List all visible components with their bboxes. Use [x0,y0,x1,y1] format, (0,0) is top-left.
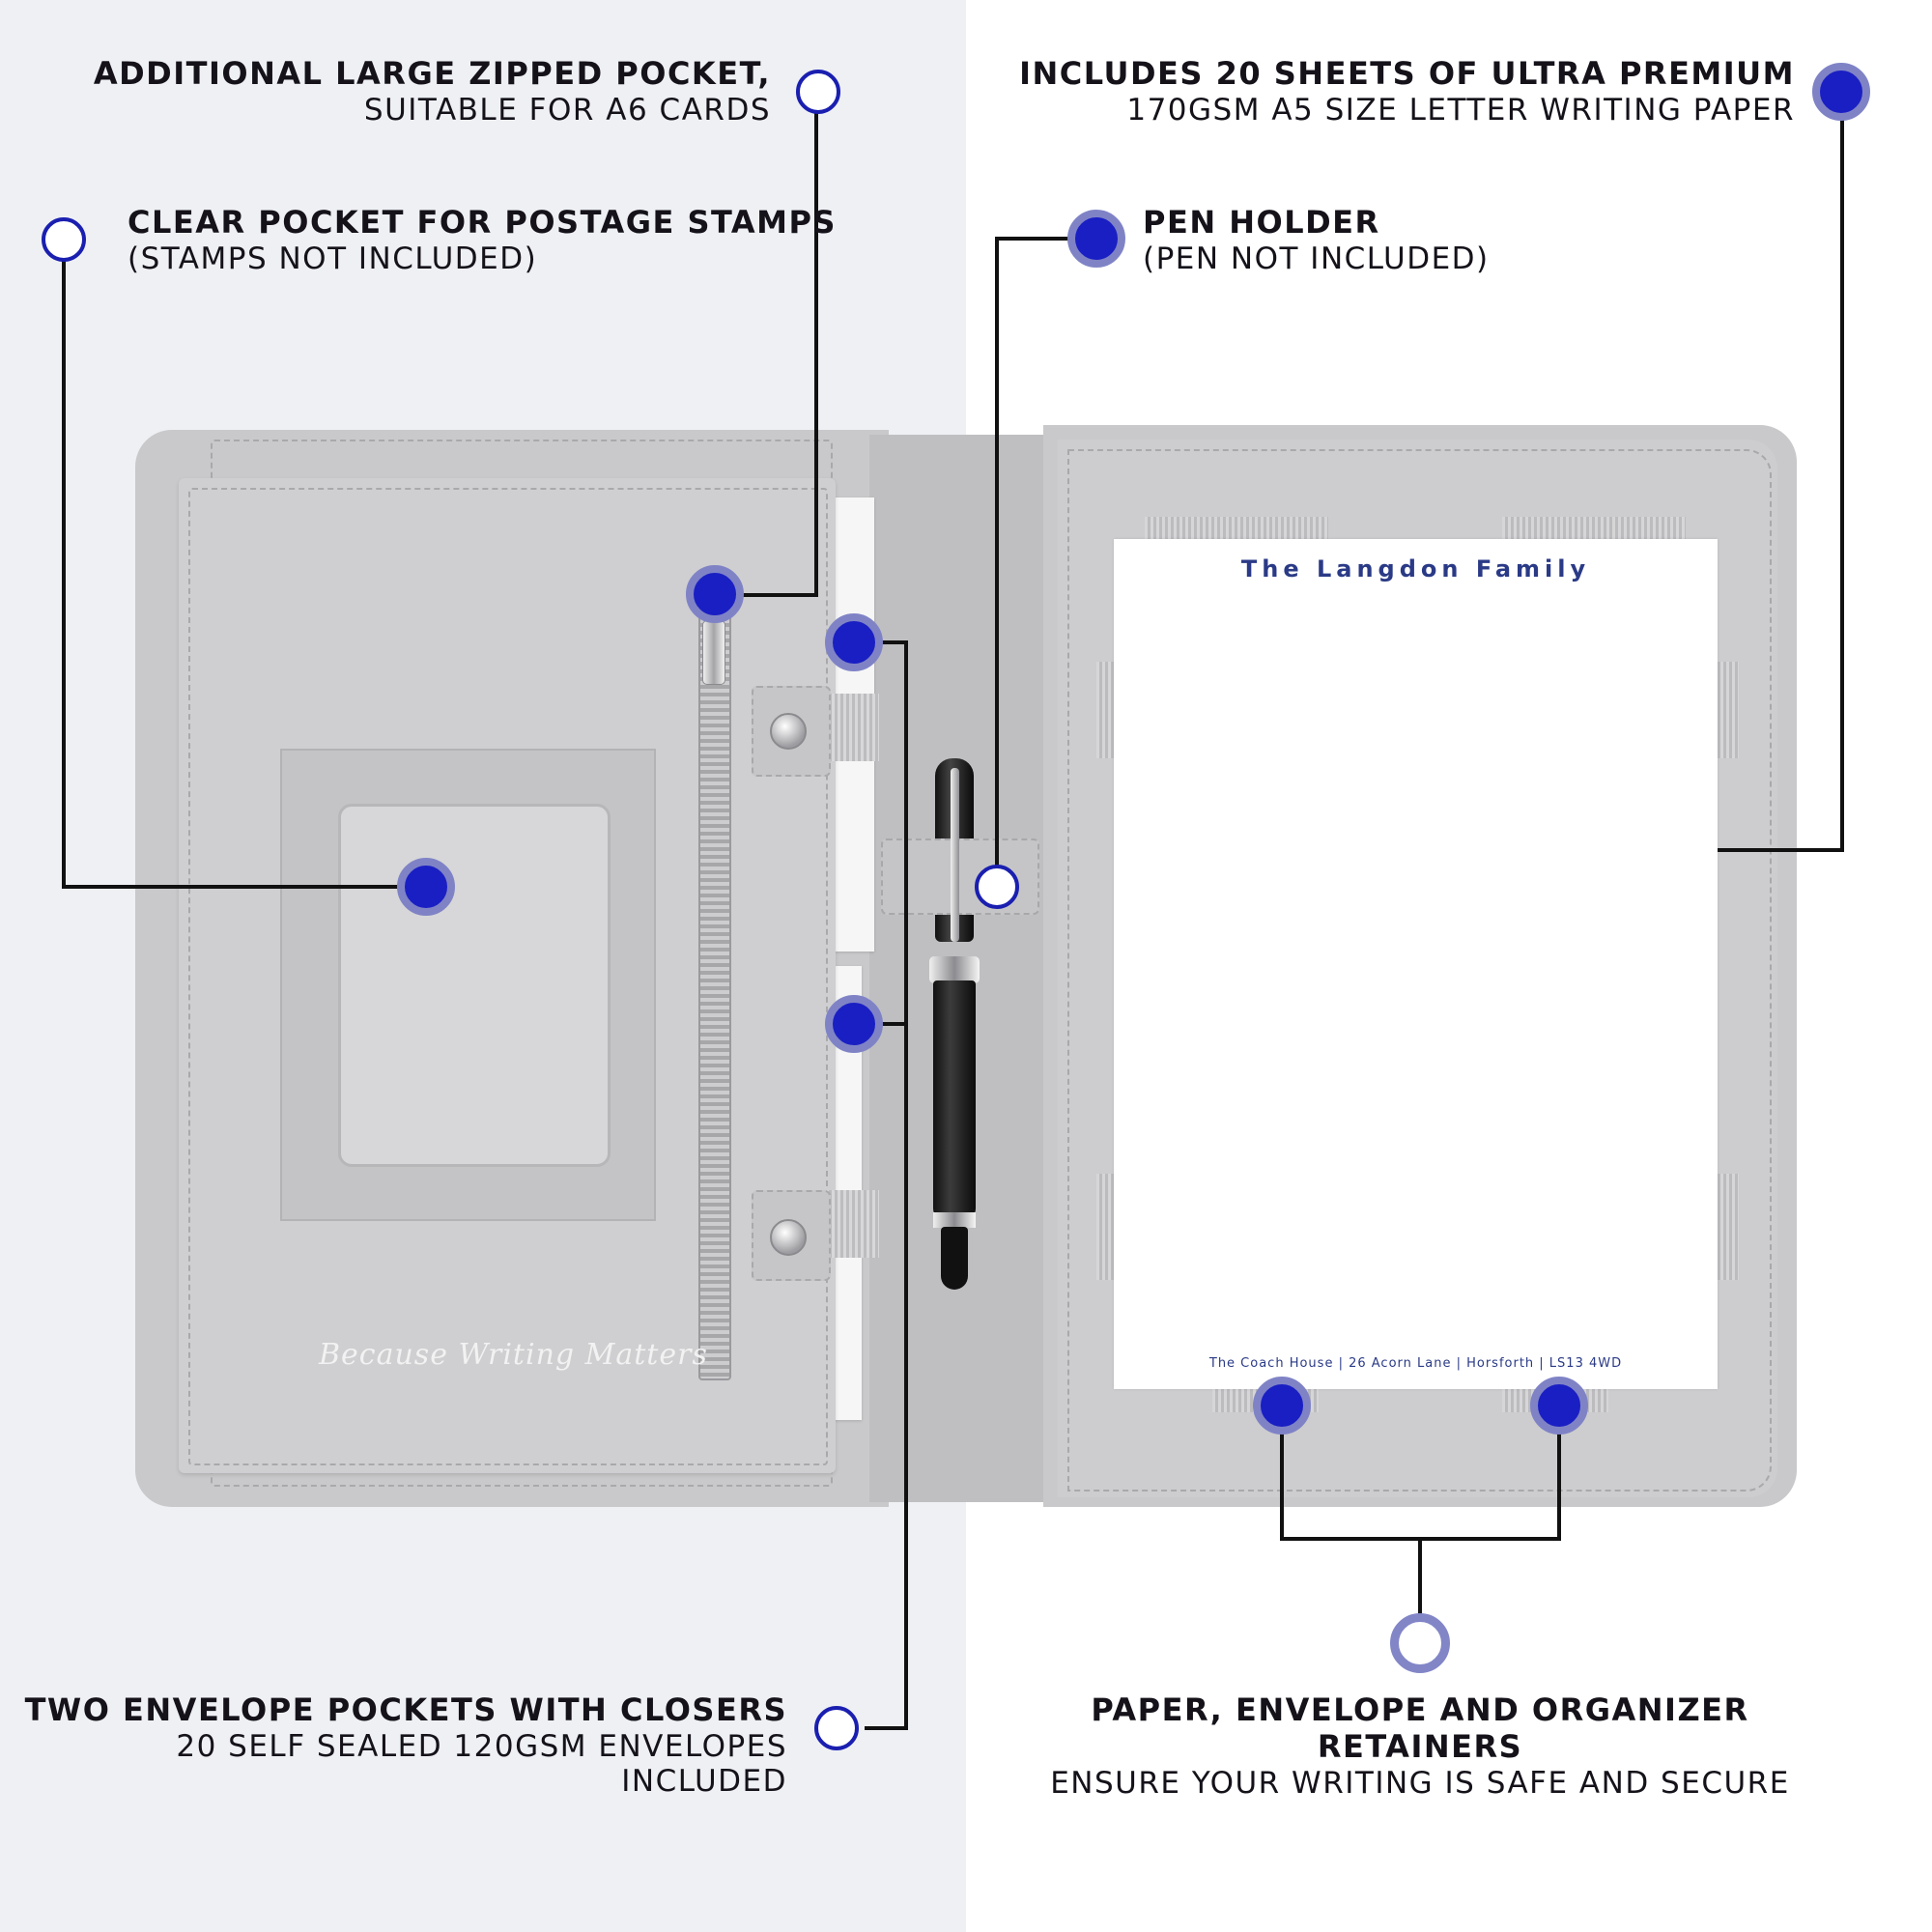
callout-stamps-title: CLEAR POCKET FOR POSTAGE STAMPS [128,204,837,241]
connector-paper-vertical [1840,92,1844,852]
marker-retainer-right [1530,1377,1588,1435]
marker-paper [1812,63,1870,121]
marker-zipped-pocket [796,70,840,114]
connector-retainer-left [1280,1425,1284,1541]
marker-stamps [42,217,86,262]
marker-pen-holder [1067,210,1125,268]
tagline: Because Writing Matters [319,1338,708,1372]
callout-stamps: CLEAR POCKET FOR POSTAGE STAMPS (STAMPS … [128,204,837,276]
marker-zip-pull [686,565,744,623]
stitching-panel-left [188,488,828,1465]
connector-envelope-vertical [904,640,908,1730]
connector-stamps-horizontal [62,885,425,889]
connector-paper-horizontal [1718,848,1844,852]
callout-retainers-subtitle: ENSURE YOUR WRITING IS SAFE AND SECURE [1050,1765,1790,1801]
callout-paper-subtitle: 170GSM A5 SIZE LETTER WRITING PAPER [1126,92,1795,128]
elastic-upper [826,694,879,761]
marker-envelope-lower [825,995,883,1053]
callout-envelopes-subtitle: 20 SELF SEALED 120GSM ENVELOPES INCLUDED [176,1728,787,1800]
callout-envelopes: TWO ENVELOPE POCKETS WITH CLOSERS 20 SEL… [0,1691,787,1800]
marker-retainers [1390,1613,1450,1673]
callout-paper: INCLUDES 20 SHEETS OF ULTRA PREMIUM 170G… [1019,55,1795,128]
callout-paper-title: INCLUDES 20 SHEETS OF ULTRA PREMIUM [1019,55,1795,92]
pen-body [933,980,976,1222]
callout-pen-holder-subtitle: (PEN NOT INCLUDED) [1143,241,1490,276]
zip-pull [702,620,725,685]
connector-retainer-stem [1418,1537,1422,1614]
elastic-lower [826,1190,879,1258]
pen-clip [951,768,959,942]
letter-paper-sheet [1114,539,1718,1389]
connector-envelope-end [865,1726,908,1730]
marker-retainer-left [1253,1377,1311,1435]
callout-zipped-pocket-subtitle: SUITABLE FOR A6 CARDS [363,92,771,128]
marker-pen-loop [975,865,1019,909]
paper-retainer-right-upper [1715,662,1739,758]
connector-zip-horizontal [720,593,818,597]
pen-ring [929,956,980,983]
letterhead-name: The Langdon Family [1240,555,1591,582]
paper-retainer-right-lower [1715,1174,1739,1280]
snap-button-lower [770,1219,807,1256]
connector-stamps-vertical [62,242,66,889]
callout-zipped-pocket: ADDITIONAL LARGE ZIPPED POCKET, SUITABLE… [93,55,771,128]
pen-tip [941,1227,968,1290]
callout-retainers: PAPER, ENVELOPE AND ORGANIZER RETAINERS … [1024,1691,1816,1801]
callout-retainers-title: PAPER, ENVELOPE AND ORGANIZER RETAINERS [1091,1691,1749,1765]
connector-retainer-right [1557,1425,1561,1541]
callout-pen-holder-title: PEN HOLDER [1143,204,1380,241]
marker-envelope-upper [825,613,883,671]
marker-envelopes [814,1706,859,1750]
snap-button-upper [770,713,807,750]
pen-ring-lower [933,1212,976,1228]
zip [698,613,731,1380]
connector-zip-vertical [814,92,818,597]
stitching-panel-right [1067,449,1772,1492]
callout-zipped-pocket-title: ADDITIONAL LARGE ZIPPED POCKET, [93,55,771,92]
marker-stamp-window [397,858,455,916]
callout-pen-holder: PEN HOLDER (PEN NOT INCLUDED) [1143,204,1490,276]
connector-pen-horizontal [995,237,1092,241]
connector-pen-vertical [995,237,999,884]
callout-stamps-subtitle: (STAMPS NOT INCLUDED) [128,241,538,276]
callout-envelopes-title: TWO ENVELOPE POCKETS WITH CLOSERS [24,1691,787,1728]
stamp-pocket-window [338,804,611,1167]
letterhead-address: The Coach House | 26 Acorn Lane | Horsfo… [1208,1356,1623,1371]
